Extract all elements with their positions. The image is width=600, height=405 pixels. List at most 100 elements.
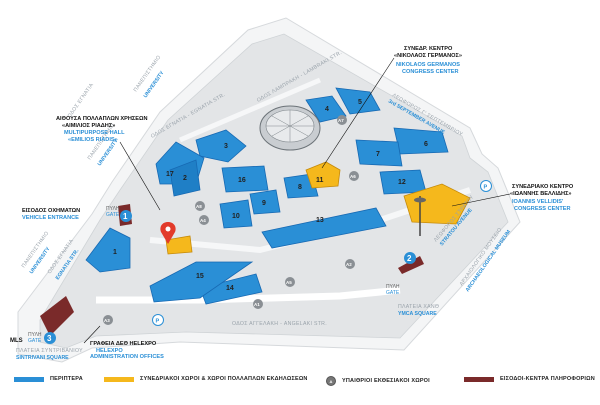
outdoor-a2[interactable] <box>345 259 355 269</box>
legend-halls-label: ΠΕΡΙΠΤΕΡΑ <box>50 376 83 382</box>
svg-text:MULTIPURPOSE HALL: MULTIPURPOSE HALL <box>64 130 125 136</box>
svg-text:A2: A2 <box>346 262 352 267</box>
svg-text:NIKOLAOS GERMANOS: NIKOLAOS GERMANOS <box>396 62 460 68</box>
svg-text:A6: A6 <box>350 174 356 179</box>
parking-icon-2: P <box>480 180 492 192</box>
location-pin-icon <box>160 222 176 244</box>
legend-congress-swatch <box>104 376 134 382</box>
hall-16[interactable] <box>221 165 269 193</box>
hall-13[interactable] <box>261 207 387 249</box>
outdoor-a6[interactable] <box>349 171 359 181</box>
inner-road <box>96 286 401 304</box>
outdoor-a4[interactable] <box>199 215 209 225</box>
callout-emilios: ΑΙΘΟΥΣΑ ΠΟΛΛΑΠΛΩΝ ΧΡΗΣΕΩΝ «ΑΙΜΙΛΙΟΣ ΡΙΑΔ… <box>56 116 161 211</box>
outdoor-a7[interactable] <box>337 115 347 125</box>
svg-text:GATE: GATE <box>106 212 120 218</box>
svg-text:1: 1 <box>123 212 128 221</box>
hall-2[interactable] <box>169 159 201 197</box>
legend-halls: ΠΕΡΙΠΤΕΡΑ <box>14 376 83 382</box>
svg-text:2: 2 <box>407 254 412 263</box>
entrance-3[interactable] <box>40 296 74 336</box>
svg-text:SINTRIVANI SQUARE: SINTRIVANI SQUARE <box>16 355 69 361</box>
svg-text:15: 15 <box>196 273 204 280</box>
callout-vehicle: ΕΙΣΟΔΟΣ ΟΧΗΜΑΤΩΝ VEHICLE ENTRANCE <box>22 208 80 221</box>
svg-text:9: 9 <box>262 200 266 207</box>
gate-3[interactable]: 3 ΠΥΛΗ GATE <box>28 332 56 344</box>
svg-text:CONGRESS CENTER: CONGRESS CENTER <box>514 206 571 212</box>
svg-text:17: 17 <box>166 171 174 178</box>
outdoor-a1[interactable] <box>253 299 263 309</box>
svg-text:1: 1 <box>113 249 117 256</box>
svg-text:6: 6 <box>424 141 428 148</box>
hall-15[interactable] <box>149 261 254 303</box>
hall-3[interactable] <box>195 129 247 163</box>
svg-text:ΠΥΛΗ: ΠΥΛΗ <box>28 332 42 338</box>
svg-text:A3: A3 <box>104 318 110 323</box>
parking-icon: P <box>152 314 164 326</box>
svg-text:YMCA SQUARE: YMCA SQUARE <box>398 311 437 317</box>
callout-offices: ΓΡΑΦΕΙΑ ΔΕΘ HELEXPO HELEXPO ADMINISTRATI… <box>83 325 164 360</box>
svg-text:«ΝΙΚΟΛΑΟΣ ΓΕΡΜΑΝΟΣ»: «ΝΙΚΟΛΑΟΣ ΓΕΡΜΑΝΟΣ» <box>394 53 462 59</box>
emilios-riadis-hall[interactable] <box>165 235 193 255</box>
legend-outdoor-badge-icon: A <box>326 376 336 386</box>
svg-text:CONGRESS CENTER: CONGRESS CENTER <box>402 69 459 75</box>
mls-label: MLS <box>10 338 23 344</box>
gate-2[interactable]: 2 ΠΥΛΗ GATE <box>386 252 416 296</box>
svg-text:ΣΥΝΕΔΡΙΑΚΟ ΚΕΝΤΡΟ: ΣΥΝΕΔΡΙΑΚΟ ΚΕΝΤΡΟ <box>512 184 574 190</box>
entrance-2[interactable] <box>398 256 424 274</box>
svg-text:2: 2 <box>183 175 187 182</box>
svg-text:ADMINISTRATION OFFICES: ADMINISTRATION OFFICES <box>90 354 164 360</box>
outdoor-a3[interactable] <box>103 315 113 325</box>
svg-text:ΓΡΑΦΕΙΑ ΔΕΘ HELEXPO: ΓΡΑΦΕΙΑ ΔΕΘ HELEXPO <box>90 341 157 347</box>
inner-road-3 <box>179 77 321 143</box>
legend-outdoor: A ΥΠΑΙΘΡΙΟΙ ΕΚΘΕΣΙΑΚΟΙ ΧΩΡΟΙ <box>326 376 430 386</box>
legend-congress-label: ΣΥΝΕΔΡΙΑΚΟΙ ΧΩΡΟΙ & ΧΩΡΟΙ ΠΟΛΛΑΠΛΩΝ ΕΚΔΗ… <box>140 376 308 382</box>
germanos-congress[interactable] <box>305 161 341 189</box>
hall-14[interactable] <box>199 273 263 305</box>
callout-germanos: ΣΥΝΕΔΡ. ΚΕΝΤΡΟ «ΝΙΚΟΛΑΟΣ ΓΕΡΜΑΝΟΣ» NIKOL… <box>321 46 462 169</box>
hall-7[interactable] <box>355 139 403 167</box>
svg-text:«EMILIOS RIADIS»: «EMILIOS RIADIS» <box>68 137 118 143</box>
svg-text:A4: A4 <box>200 218 206 223</box>
svg-text:12: 12 <box>398 179 406 186</box>
egnatia-side: ΟΔΟΣ ΕΓΝΑΤΙΑ <box>67 82 95 119</box>
legend-congress: ΣΥΝΕΔΡΙΑΚΟΙ ΧΩΡΟΙ & ΧΩΡΟΙ ΠΟΛΛΑΠΛΩΝ ΕΚΔΗ… <box>104 376 308 382</box>
hall-1[interactable] <box>85 227 131 273</box>
hall-numbers: 1 2 3 4 5 6 7 8 9 10 11 12 13 14 15 16 1… <box>113 99 428 292</box>
outdoor-labels: A1 A2 A3 A4 A5 A6 A7 A8 <box>104 118 356 323</box>
svg-text:«ΙΩΑΝΝΗΣ ΒΕΛΛΙΔΗΣ»: «ΙΩΑΝΝΗΣ ΒΕΛΛΙΔΗΣ» <box>510 191 572 197</box>
svg-text:GATE: GATE <box>386 290 400 296</box>
svg-text:ΠΛΑΤΕΙΑ ΧΑΝΘ: ΠΛΑΤΕΙΑ ΧΑΝΘ <box>398 304 439 310</box>
svg-text:IOANNIS VELLIDIS': IOANNIS VELLIDIS' <box>512 199 564 205</box>
svg-text:ΕΙΣΟΔΟΣ ΟΧΗΜΑΤΩΝ: ΕΙΣΟΔΟΣ ΟΧΗΜΑΤΩΝ <box>22 208 80 214</box>
svg-text:ΠΥΛΗ: ΠΥΛΗ <box>106 206 120 212</box>
svg-text:3: 3 <box>47 334 52 343</box>
svg-text:A7: A7 <box>338 118 344 123</box>
svg-text:16: 16 <box>238 177 246 184</box>
hall-9[interactable] <box>249 189 281 215</box>
legend-entrances-label: ΕΙΣΟΔΟΙ-ΚΕΝΤΡΑ ΠΛΗΡΟΦΟΡΙΩΝ <box>500 376 595 382</box>
svg-text:P: P <box>484 185 488 191</box>
svg-text:11: 11 <box>316 177 324 184</box>
legend-entrances-swatch <box>464 376 494 382</box>
svg-text:GATE: GATE <box>28 338 42 344</box>
hall-10[interactable] <box>219 199 253 229</box>
svg-text:ΑΙΘΟΥΣΑ ΠΟΛΛΑΠΛΩΝ ΧΡΗΣΕΩΝ: ΑΙΘΟΥΣΑ ΠΟΛΛΑΠΛΩΝ ΧΡΗΣΕΩΝ <box>56 116 148 122</box>
svg-text:A1: A1 <box>254 302 260 307</box>
outdoor-a5[interactable] <box>285 277 295 287</box>
svg-text:VEHICLE ENTRANCE: VEHICLE ENTRANCE <box>22 215 79 221</box>
svg-text:A5: A5 <box>286 280 292 285</box>
svg-text:3: 3 <box>224 143 228 150</box>
ote-tower <box>414 196 426 236</box>
callout-ymca: ΠΛΑΤΕΙΑ ΧΑΝΘ YMCA SQUARE <box>398 304 439 317</box>
svg-text:8: 8 <box>298 184 302 191</box>
hall-4[interactable] <box>305 95 347 123</box>
svg-text:ΠΛΑΤΕΙΑ ΣΥΝΤΡΙΒΑΝΙΟΥ: ΠΛΑΤΕΙΑ ΣΥΝΤΡΙΒΑΝΙΟΥ <box>16 348 83 354</box>
svg-text:ΣΥΝΕΔΡ. ΚΕΝΤΡΟ: ΣΥΝΕΔΡ. ΚΕΝΤΡΟ <box>404 46 453 52</box>
outdoor-a8[interactable] <box>195 201 205 211</box>
svg-text:HELEXPO: HELEXPO <box>96 348 123 354</box>
gate-1[interactable]: 1 ΠΥΛΗ GATE <box>106 206 132 222</box>
street-angelaki: ΟΔΟΣ ΑΓΓΕΛΑΚΗ - ANGELAKI STR. <box>232 321 327 327</box>
hall-5[interactable] <box>335 87 381 115</box>
